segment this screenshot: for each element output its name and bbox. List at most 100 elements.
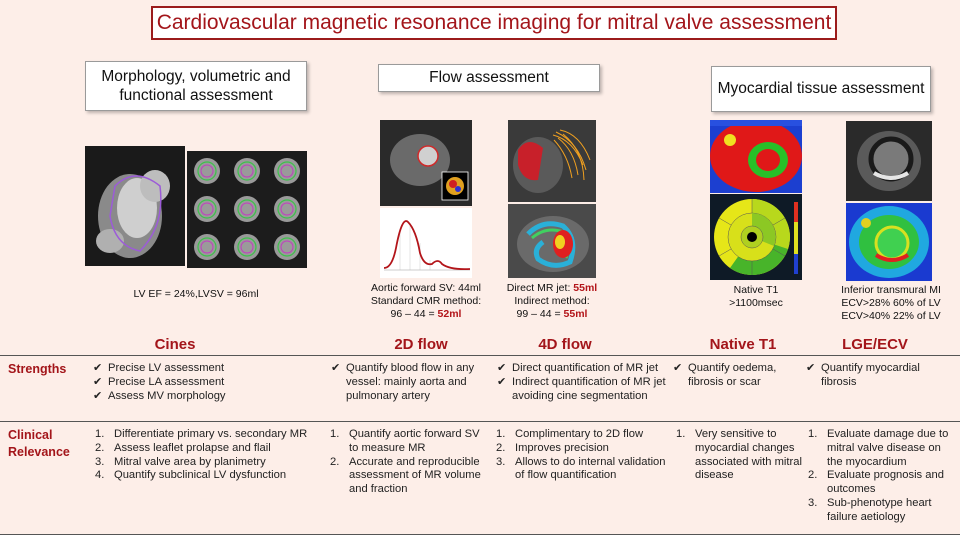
item-number: 1. [95,428,105,440]
caption-lge-line2: ECV>28% 60% of LV [841,297,941,310]
item-number: 4. [95,469,105,482]
item-text: Sub-phenotype heart failure aetiology [827,496,932,523]
item-number: 2. [330,455,340,468]
clinical-item: 2. Assess leaflet prolapse and flail [95,442,330,456]
strengths-native-t1: ✔Quantify oedema, fibrosis or scar [673,362,803,390]
clinical-item: 1. Very sensitive to myocardial changes a… [676,428,808,483]
calc-2d: 96 – 44 = [390,308,438,321]
caption-lge-line1: Inferior transmural MI [841,284,941,296]
result-2d: 52ml [437,308,462,321]
item-number: 1. [496,428,506,440]
clinical-item: 2. Accurate and reproducible assessment o… [330,456,490,497]
clinical-item: 3.Allows to do internal validation of fl… [496,456,666,484]
item-text: Assess MV morphology [108,389,226,402]
row-label-relevance: Relevance [8,444,70,459]
strengths-cines: ✔ Precise LV assessment ✔ Precise LA assess… [93,362,323,403]
column-header-cines: Cines [154,336,196,353]
item-number: 2. [808,469,818,482]
column-header-lge-ecv: LGE/ECV [842,336,908,353]
item-text: Precise LA assessment [108,375,225,388]
item-text: Quantify oedema, fibrosis or scar [688,362,777,388]
table-top-divider [0,355,960,356]
item-text: Allows to do internal validation of flow… [515,455,666,482]
row-label-clinical: Clinical [8,428,53,442]
item-text: Quantify blood flow in any vessel: mainl… [346,362,475,402]
result-4d: 55ml [563,308,588,321]
caption-2d-flow-line2: Standard CMR method: [370,295,482,308]
caption-2d-flow-line1: Aortic forward SV: 44ml [371,282,481,294]
check-icon: ✔ [331,362,341,374]
section-morphology: Morphology, volumetric and functional as… [85,61,307,111]
flow4d-mr-jet-image [508,204,596,278]
check-icon: ✔ [497,375,507,388]
item-text: Quantify aortic forward SV to measure MR [349,428,480,454]
row-label-clinical-relevance: Clinical Relevance [8,427,70,461]
strengths-4d-flow: ✔Direct quantification of MR jet✔ Indirec… [497,362,667,403]
row-label-strengths: Strengths [8,362,67,376]
item-text: Complimentary to 2D flow [515,428,644,440]
item-text: Precise LV assessment [108,362,225,374]
check-icon: ✔ [93,362,103,374]
caption-2d-flow-line3: 96 – 44 = 52ml [362,308,490,321]
item-text: Evaluate prognosis and outcomes [827,469,944,496]
item-number: 1. [808,428,818,440]
cine-long-axis-image [85,146,185,266]
section-flow: Flow assessment [378,64,600,92]
item-text: Quantify subclinical LV dysfunction [114,469,287,482]
item-text: Improves precision [515,441,609,454]
caption-cines: LV EF = 24%,LVSV = 96ml [133,288,259,300]
caption-4d-flow-line2: Indirect method: [514,295,590,308]
caption-2d-flow: Aortic forward SV: 44ml Standard CMR met… [362,282,490,321]
strength-item: ✔ Assess MV morphology [93,390,323,404]
clinical-item: 1. Differentiate primary vs. secondary MR [95,428,330,442]
item-text: Indirect quantification of MR jet avoidi… [512,375,666,402]
clinical-item: 3. Sub-phenotype heart failure aetiology [808,497,956,525]
check-icon: ✔ [497,362,507,374]
strengths-2d-flow: ✔ Quantify blood flow in any vessel: main… [331,362,491,403]
strength-item: ✔Direct quantification of MR jet [497,362,667,376]
item-number: 2. [496,441,506,454]
check-icon: ✔ [93,375,103,388]
item-text: Mitral valve area by planimetry [114,455,266,468]
item-text: Accurate and reproducible assessment of … [349,455,481,496]
item-text: Very sensitive to myocardial changes ass… [695,428,802,482]
clinical-item: 2. Evaluate prognosis and outcomes [808,469,956,497]
item-text: Assess leaflet prolapse and flail [114,441,271,454]
clinical-cines: 1. Differentiate primary vs. secondary MR… [95,428,330,483]
strength-item: ✔ Quantify myocardial fibrosis [806,362,946,390]
page-title: Cardiovascular magnetic resonance imagin… [151,6,837,40]
clinical-item: 1. Complimentary to 2D flow [496,428,666,442]
check-icon: ✔ [93,389,103,402]
item-number: 1. [330,428,340,440]
item-number: 3. [808,496,818,509]
t1-bullseye-plot [710,194,802,280]
lge-image [846,121,932,201]
clinical-native-t1: 1. Very sensitive to myocardial changes a… [676,428,808,483]
direct-mr-value: 55ml [573,282,598,294]
strength-item: ✔ Indirect quantification of MR jet avoid… [497,376,667,404]
item-text: Evaluate damage due to mitral valve dise… [827,428,949,468]
item-number: 2. [95,441,105,454]
section-tissue: Myocardial tissue assessment [711,66,931,112]
cine-short-axis-stack [187,151,307,268]
caption-4d-flow-line1: Direct MR jet: 55ml [494,282,610,295]
clinical-item: 1. Evaluate damage due to mitral valve di… [808,428,956,469]
check-icon: ✔ [806,362,816,374]
strength-item: ✔ Quantify blood flow in any vessel: main… [331,362,491,403]
clinical-item: 2. Improves precision [496,442,666,456]
strength-item: ✔ Precise LA assessment [93,376,323,390]
flow2d-magnitude-image [380,120,472,206]
item-number: 3. [95,455,105,468]
clinical-item: 1. Quantify aortic forward SV to measure … [330,428,490,456]
strength-item: ✔ Precise LV assessment [93,362,323,376]
caption-lge-ecv: Inferior transmural MI ECV>28% 60% of LV… [836,284,946,323]
item-text: Quantify myocardial fibrosis [821,362,920,388]
direct-mr-label: Direct MR jet: [506,282,574,294]
strengths-lge-ecv: ✔ Quantify myocardial fibrosis [806,362,946,390]
item-text: Differentiate primary vs. secondary MR [114,428,308,440]
caption-4d-flow: Direct MR jet: 55ml Indirect method: 99 … [494,282,610,321]
clinical-4d-flow: 1. Complimentary to 2D flow 2. Improves pre… [496,428,666,483]
clinical-2d-flow: 1. Quantify aortic forward SV to measure … [330,428,490,497]
calc-4d: 99 – 44 = [516,308,564,321]
item-number: 1. [676,428,686,440]
